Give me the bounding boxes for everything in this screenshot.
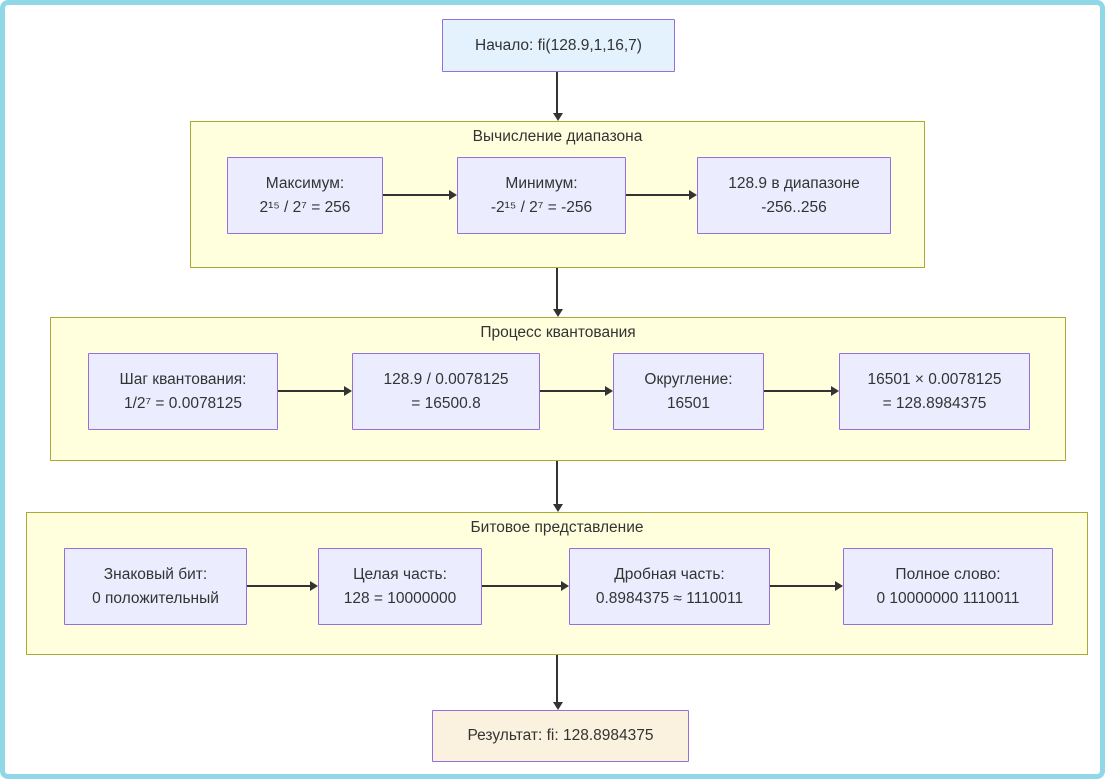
node-full-word-line2: 0 10000000 1110011 — [876, 589, 1020, 607]
arrowhead-right-icon — [689, 190, 697, 200]
arrowhead-down-icon — [553, 309, 563, 317]
node-quant-step-line1: Шаг квантования: — [119, 370, 247, 388]
arrow-step-to-division — [278, 390, 344, 392]
node-fraction-part-line1: Дробная часть: — [614, 565, 725, 583]
node-fraction-part: Дробная часть: 0.8984375 ≈ 1110011 — [569, 548, 770, 625]
arrow-start-to-range — [556, 72, 558, 113]
node-maximum-line1: Максимум: — [265, 174, 345, 192]
node-sign-bit-line1: Знаковый бит: — [103, 565, 208, 583]
group-range-title: Вычисление диапазона — [472, 128, 643, 145]
node-quant-step-line2: 1/2⁷ = 0.0078125 — [123, 394, 243, 412]
arrow-bits-to-result — [556, 655, 558, 702]
node-range-check: 128.9 в диапазоне -256..256 — [697, 157, 891, 234]
group-bits-title: Битовое представление — [470, 519, 644, 536]
arrowhead-right-icon — [344, 386, 352, 396]
node-start-label: Начало: fi(128.9,1,16,7) — [475, 36, 642, 54]
node-rounding-line1: Округление: — [644, 370, 733, 388]
node-division-line2: = 16500.8 — [411, 394, 481, 412]
arrow-max-to-min — [383, 194, 449, 196]
arrowhead-right-icon — [605, 386, 613, 396]
arrowhead-down-icon — [553, 504, 563, 512]
arrow-range-to-quant — [556, 268, 558, 309]
node-minimum-line2: -2¹⁵ / 2⁷ = -256 — [490, 198, 593, 216]
node-maximum: Максимум: 2¹⁵ / 2⁷ = 256 — [227, 157, 383, 234]
arrowhead-right-icon — [561, 581, 569, 591]
node-integer-part-line2: 128 = 10000000 — [343, 589, 457, 607]
node-full-word: Полное слово: 0 10000000 1110011 — [843, 548, 1053, 625]
node-result-label: Результат: fi: 128.8984375 — [467, 727, 654, 744]
group-bit-representation: Битовое представление Знаковый бит: 0 по… — [26, 512, 1088, 655]
node-full-word-line1: Полное слово: — [895, 565, 1001, 583]
node-start: Начало: fi(128.9,1,16,7) — [442, 19, 675, 72]
arrow-integer-to-fraction — [482, 585, 561, 587]
node-sign-bit-line2: 0 положительный — [92, 589, 219, 607]
node-sign-bit: Знаковый бит: 0 положительный — [64, 548, 247, 625]
node-minimum: Минимум: -2¹⁵ / 2⁷ = -256 — [457, 157, 626, 234]
node-range-check-line2: -256..256 — [761, 198, 827, 216]
node-quant-step: Шаг квантования: 1/2⁷ = 0.0078125 — [88, 353, 278, 430]
node-reconstruction: 16501 × 0.0078125 = 128.8984375 — [839, 353, 1030, 430]
arrowhead-right-icon — [831, 386, 839, 396]
arrow-sign-to-integer — [247, 585, 310, 587]
node-rounding: Округление: 16501 — [613, 353, 764, 430]
arrowhead-down-icon — [553, 702, 563, 710]
node-division-line1: 128.9 / 0.0078125 — [383, 370, 509, 388]
node-range-check-line1: 128.9 в диапазоне — [728, 174, 860, 192]
node-integer-part-line1: Целая часть: — [353, 565, 447, 583]
group-quant-title: Процесс квантования — [480, 324, 636, 341]
arrow-fraction-to-word — [770, 585, 835, 587]
arrowhead-right-icon — [310, 581, 318, 591]
group-range-calculation: Вычисление диапазона Максимум: 2¹⁵ / 2⁷ … — [190, 121, 925, 268]
node-minimum-line1: Минимум: — [505, 174, 578, 192]
node-reconstruction-line1: 16501 × 0.0078125 — [867, 370, 1002, 388]
arrow-division-to-rounding — [540, 390, 605, 392]
node-rounding-line2: 16501 — [666, 394, 711, 412]
node-reconstruction-line2: = 128.8984375 — [882, 394, 987, 412]
node-result: Результат: fi: 128.8984375 — [432, 710, 689, 762]
arrow-quant-to-bits — [556, 461, 558, 504]
node-maximum-line2: 2¹⁵ / 2⁷ = 256 — [259, 198, 351, 216]
node-fraction-part-line2: 0.8984375 ≈ 1110011 — [595, 589, 744, 607]
arrow-min-to-range-check — [626, 194, 689, 196]
arrowhead-right-icon — [449, 190, 457, 200]
node-division: 128.9 / 0.0078125 = 16500.8 — [352, 353, 540, 430]
arrow-rounding-to-reconstruction — [764, 390, 831, 392]
node-integer-part: Целая часть: 128 = 10000000 — [318, 548, 482, 625]
group-quantization-process: Процесс квантования Шаг квантования: 1/2… — [50, 317, 1066, 461]
arrowhead-down-icon — [553, 113, 563, 121]
arrowhead-right-icon — [835, 581, 843, 591]
